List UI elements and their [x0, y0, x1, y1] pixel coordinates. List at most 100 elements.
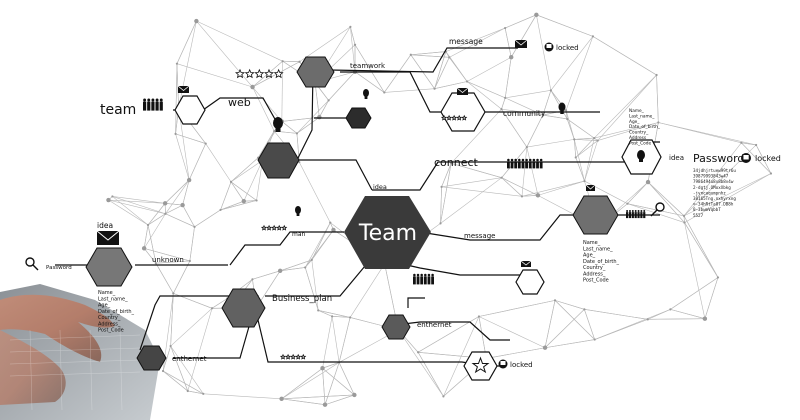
mesh-node [175, 62, 179, 65]
mesh-dots [106, 12, 773, 407]
hex-web[interactable] [257, 142, 300, 179]
mesh-node [657, 121, 660, 124]
person-icon [147, 101, 151, 111]
mesh-node [593, 338, 596, 341]
person-icon [151, 98, 155, 102]
mesh-node [702, 316, 708, 321]
star-rating-row [440, 114, 468, 121]
envelope-icon [585, 184, 596, 191]
mesh-node [349, 25, 352, 28]
person-icon [521, 161, 525, 169]
person-icon [532, 158, 536, 162]
mesh-node [500, 108, 503, 111]
mesh-node [327, 99, 330, 102]
people-group-icon [507, 158, 543, 169]
mesh-node [509, 55, 514, 60]
person-icon [143, 98, 147, 102]
star-icon [284, 353, 292, 360]
message-label: message [449, 37, 483, 46]
hex-enthernet-mid[interactable] [381, 314, 411, 340]
mesh-node [549, 89, 552, 92]
hex-enthernet-bottom[interactable] [136, 345, 167, 371]
lightbulb-icon [363, 89, 369, 99]
person-icon [424, 273, 427, 277]
profile-field: Post_Code [629, 140, 651, 146]
mesh-node [525, 145, 528, 149]
mesh-node [596, 139, 599, 142]
hex-team-center[interactable] [344, 196, 431, 269]
person-icon [525, 161, 528, 169]
unknown-label: unknown [152, 256, 184, 264]
hex-business-plan[interactable] [221, 288, 266, 328]
hex-teamwork[interactable] [296, 56, 335, 88]
hash-line: 5527 [693, 213, 704, 218]
enthernet-label: enthernet [417, 321, 452, 329]
star-icon [265, 224, 273, 231]
padlock-icon [741, 153, 751, 163]
mesh-node [279, 396, 284, 402]
mesh-node [566, 117, 569, 121]
mesh-node [655, 73, 658, 77]
password-label: Password [46, 265, 72, 271]
hash-line: 7986494u8v8b8v4w [693, 179, 734, 184]
person-icon [536, 161, 539, 169]
profile-field: Last_name_ [98, 296, 128, 302]
mesh-node [229, 180, 233, 183]
hex-team-left-outline[interactable] [174, 95, 206, 125]
person-icon [413, 276, 416, 285]
profile-block: Name_Last_name_Age_Date_of_birth_Country… [583, 240, 620, 284]
mesh-node [277, 268, 283, 274]
star-icon [260, 224, 268, 231]
profile-field: Name_ [629, 108, 645, 114]
hash-line: =-34hRtTa87.DB8h [693, 202, 734, 207]
person-icon [416, 273, 420, 277]
person-icon [521, 158, 525, 162]
mesh-node [146, 223, 150, 227]
mesh-node [186, 177, 192, 183]
mesh-node [180, 202, 185, 208]
mesh-node [535, 193, 541, 198]
locked-label: locked [556, 44, 579, 52]
hex-message-mid-outline[interactable] [515, 269, 545, 295]
mesh-node [251, 278, 254, 281]
business-plan-label: Business_plan [272, 294, 332, 304]
hand-tablet-illustration [0, 284, 160, 420]
mesh-node [573, 138, 576, 141]
mesh-node [322, 402, 328, 407]
mesh-node [186, 389, 189, 393]
hex-community-outline[interactable] [440, 92, 486, 132]
profile-field: Date_of_birth_ [583, 259, 620, 265]
hex-idea-left[interactable] [85, 247, 133, 287]
profile-field: Address_ [629, 135, 649, 141]
mesh-node [317, 114, 322, 120]
profile-field: Name_ [98, 290, 116, 296]
mesh-node [154, 262, 157, 265]
mesh-node [465, 80, 469, 83]
person-icon [518, 158, 521, 162]
mesh-node [273, 129, 276, 133]
web-label: web [228, 96, 251, 109]
person-icon [628, 212, 632, 219]
person-icon [147, 98, 151, 102]
person-icon [640, 212, 643, 219]
person-icon [416, 276, 420, 285]
mesh-node [542, 345, 548, 350]
people-group-icon [626, 210, 646, 219]
mesh-node [353, 43, 357, 46]
mesh-node [329, 221, 332, 224]
mesh-node [162, 201, 168, 206]
person-icon [631, 212, 634, 219]
hex-community-small[interactable] [345, 107, 372, 129]
mesh-node [295, 132, 299, 135]
lightbulb-icon [637, 150, 645, 162]
person-icon [634, 212, 637, 219]
hex-message-right[interactable] [572, 195, 619, 235]
person-icon [155, 101, 159, 111]
person-icon [143, 101, 147, 111]
person-icon [539, 158, 543, 162]
mesh-node [504, 96, 507, 99]
mesh-node [520, 195, 524, 198]
mesh-node [534, 12, 539, 18]
mesh-node [450, 162, 453, 165]
